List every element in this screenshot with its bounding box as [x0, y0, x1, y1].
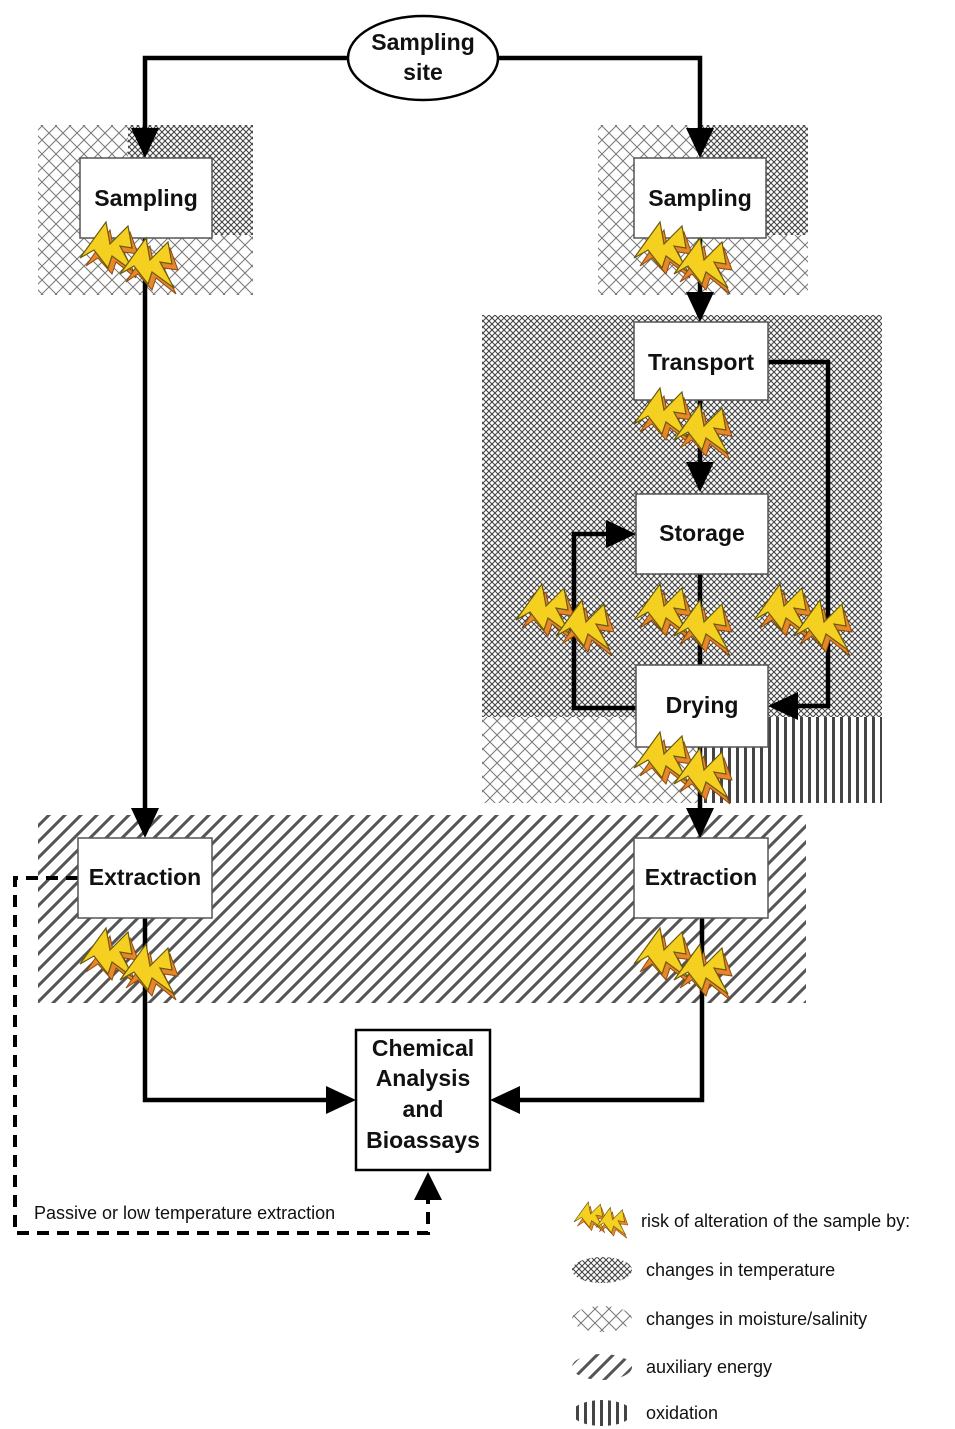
analysis-label-1: Chemical: [372, 1035, 474, 1061]
sampling-site-label-2: site: [403, 59, 443, 85]
sampling-site-node: Sampling site: [346, 14, 500, 102]
flow-lines: [13, 55, 831, 1235]
legend-label-temperature: changes in temperature: [646, 1260, 835, 1280]
analysis-node: Chemical Analysis and Bioassays: [354, 1028, 492, 1172]
sampling-left-node: Sampling: [79, 157, 213, 239]
storage-label: Storage: [659, 520, 745, 546]
extraction-right-node: Extraction: [633, 837, 769, 919]
sampling-left-label: Sampling: [94, 185, 198, 211]
legend-title: risk of alteration of the sample by:: [641, 1211, 910, 1231]
legend-label-auxiliary-energy: auxiliary energy: [646, 1357, 772, 1377]
analysis-label-4: Bioassays: [366, 1127, 480, 1153]
legend-swatch-temperature: [572, 1257, 632, 1283]
legend-label-moisture: changes in moisture/salinity: [646, 1309, 867, 1329]
drying-label: Drying: [666, 692, 739, 718]
passive-extraction-label: Passive or low temperature extraction: [34, 1203, 335, 1223]
transport-label: Transport: [648, 349, 754, 375]
analysis-label-2: Analysis: [376, 1065, 471, 1091]
sampling-right-label: Sampling: [648, 185, 752, 211]
analysis-label-3: and: [403, 1096, 444, 1122]
legend-swatch-moisture: [572, 1306, 632, 1332]
sampling-right-node: Sampling: [633, 157, 767, 239]
legend-swatch-auxiliary-energy: [572, 1354, 632, 1380]
legend: risk of alteration of the sample by: cha…: [572, 1201, 910, 1426]
storage-node: Storage: [635, 493, 769, 575]
drying-node: Drying: [635, 664, 769, 748]
sampling-site-label-1: Sampling: [371, 29, 475, 55]
legend-label-oxidation: oxidation: [646, 1403, 718, 1423]
extraction-left-node: Extraction: [77, 837, 213, 919]
extraction-right-label: Extraction: [645, 864, 757, 890]
legend-swatch-oxidation: [572, 1400, 632, 1426]
extraction-left-label: Extraction: [89, 864, 201, 890]
legend-lightning-icon: [573, 1201, 629, 1239]
transport-node: Transport: [633, 321, 769, 401]
